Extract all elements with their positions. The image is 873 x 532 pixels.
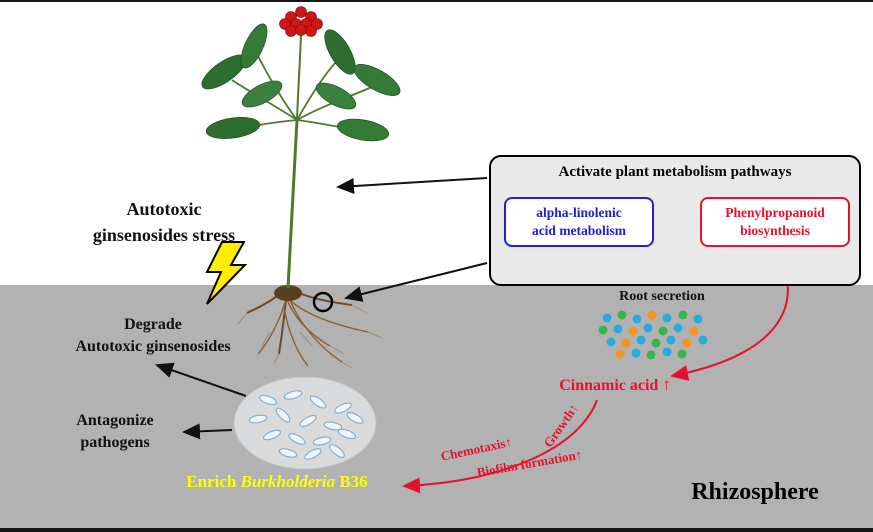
- red-box-line1: Phenylpropanoid: [725, 205, 825, 221]
- root-focus-circle: [312, 291, 334, 313]
- degrade-label: Degrade Autotoxic ginsenosides: [40, 314, 266, 358]
- root-secretion-label: Root secretion: [619, 289, 705, 304]
- cinnamic-acid-label: Cinnamic acid ↑: [540, 374, 690, 396]
- lightning-bolt-icon: [205, 241, 248, 305]
- phenylpropanoid-box: Phenylpropanoid biosynthesis: [700, 197, 850, 247]
- root-secretion-dots: [598, 310, 708, 360]
- bacteria-cells: [248, 390, 364, 460]
- red-box-line2: biosynthesis: [740, 223, 810, 238]
- degrade-line2: Autotoxic ginsenosides: [75, 338, 231, 355]
- cinnamic-acid-text: Cinnamic acid: [559, 377, 659, 394]
- ginseng-plant-illustration: [201, 6, 401, 369]
- stress-line1: Autotoxic: [126, 199, 202, 219]
- enrich-b36-label: Enrich Burkholderia B36: [152, 471, 402, 492]
- antagonize-line2: pathogens: [80, 434, 150, 451]
- arrow-cinnamic-to-b36: [402, 399, 598, 494]
- soil-background: [0, 285, 873, 528]
- enrich-species: Burkholderia: [240, 472, 336, 491]
- blue-box-line1: alpha-linolenic: [536, 205, 622, 221]
- pathway-box-title: Activate plant metabolism pathways: [558, 164, 792, 180]
- enrich-prefix: Enrich: [186, 472, 241, 491]
- autotoxic-stress-label: Autotoxic ginsenosides stress: [58, 196, 270, 248]
- pathway-box: Activate plant metabolism pathways alpha…: [489, 155, 861, 286]
- bacteria-colony: [233, 376, 377, 470]
- stress-line2: ginsenosides stress: [92, 225, 236, 245]
- arrow-colony-to-degrade: [155, 362, 247, 397]
- antagonize-label: Antagonize pathogens: [40, 410, 190, 454]
- rhizosphere-label: Rhizosphere: [691, 479, 819, 505]
- berry-cluster: [279, 6, 323, 37]
- enrich-suffix: B36: [335, 472, 368, 491]
- arrow-colony-to-antagonize: [182, 423, 233, 440]
- blue-box-line2: acid metabolism: [531, 223, 627, 238]
- root-crown: [274, 285, 302, 301]
- plant-leaves: [201, 23, 401, 142]
- pointer-line-upper: [336, 177, 488, 195]
- antagonize-line1: Antagonize: [76, 412, 154, 429]
- alpha-linolenic-box: alpha-linolenic acid metabolism: [504, 197, 654, 247]
- pointer-line-lower: [344, 262, 488, 302]
- cinnamic-up-arrow-icon: ↑: [662, 375, 671, 394]
- degrade-line1: Degrade: [124, 316, 182, 333]
